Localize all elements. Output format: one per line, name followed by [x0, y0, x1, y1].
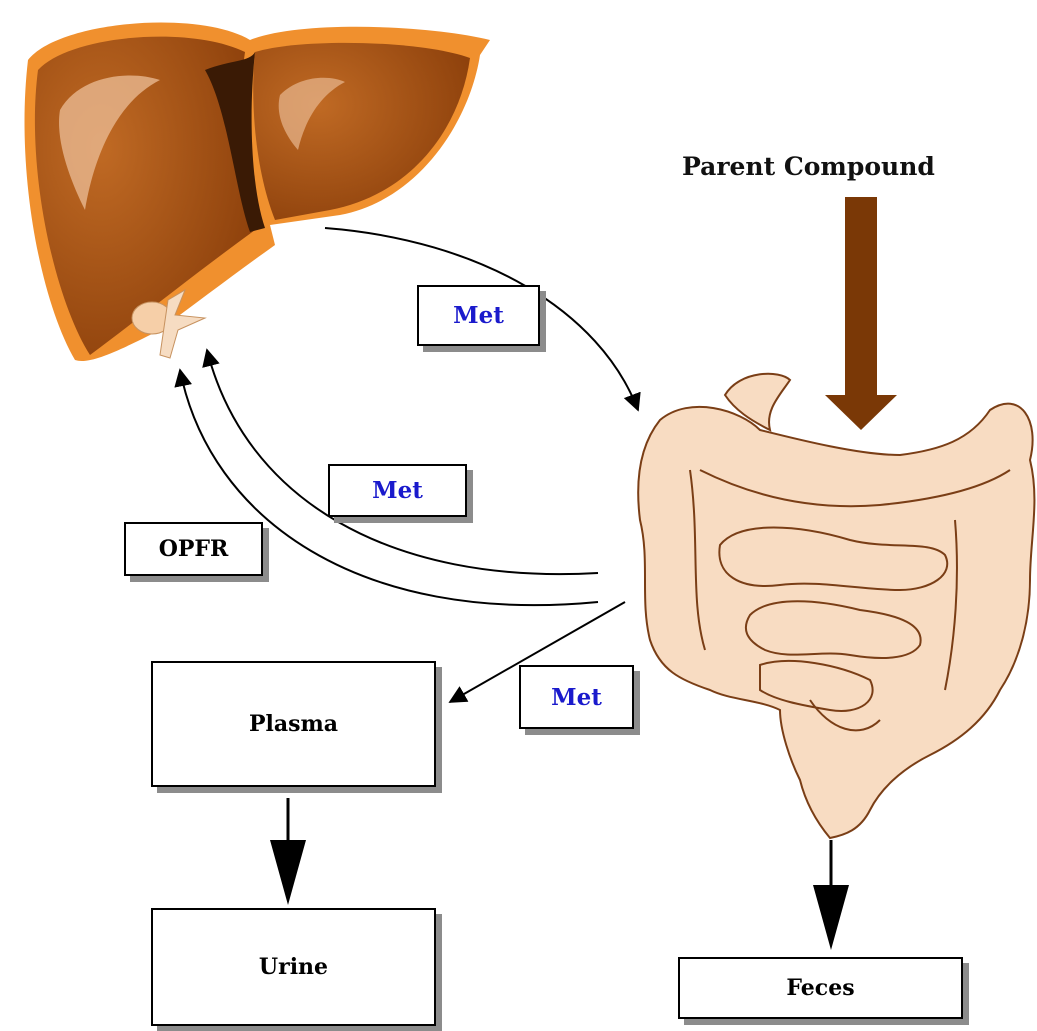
- arrow-intestine-to-liver-met: [207, 350, 598, 574]
- arrowhead-feces: [813, 885, 849, 950]
- met-label-top: Met: [417, 285, 540, 346]
- plasma-box: Plasma: [151, 661, 436, 787]
- arrowhead-urine: [270, 840, 306, 905]
- met-label-middle: Met: [328, 464, 467, 517]
- urine-box: Urine: [151, 908, 436, 1026]
- intestine-icon: [638, 374, 1034, 838]
- feces-box: Feces: [678, 957, 963, 1019]
- opfr-label: OPFR: [124, 522, 263, 576]
- parent-compound-arrow: [825, 197, 897, 430]
- parent-compound-label: Parent Compound: [682, 152, 935, 181]
- met-label-bottom: Met: [519, 665, 634, 729]
